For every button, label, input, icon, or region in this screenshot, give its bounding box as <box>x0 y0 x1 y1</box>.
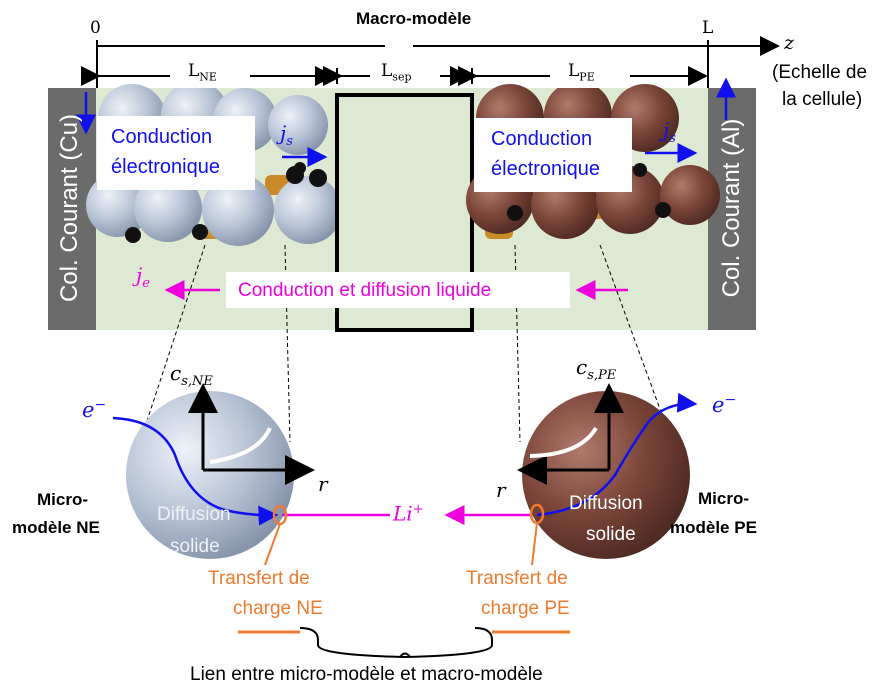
ne-r-axis-label: r <box>318 472 328 496</box>
ne-carbon-dots <box>125 162 327 243</box>
projection-lines <box>139 244 673 443</box>
ne-micro-particle <box>126 391 294 559</box>
macro-title: Macro-modèle <box>356 9 472 28</box>
ne-c-axis-label: cs,NE <box>170 361 213 389</box>
ne-transfer-line1: Transfert de <box>208 568 310 589</box>
pe-diffusion-line2: solide <box>586 524 636 545</box>
ne-diffusion-line1: Diffusion <box>157 504 231 525</box>
length-sep-label: Lsep <box>381 61 412 84</box>
ne-conduction-line1: Conduction <box>111 126 213 148</box>
pe-electron-path <box>536 392 698 517</box>
bottom-brace <box>299 627 493 659</box>
liquid-label: Conduction et diffusion liquide <box>238 280 492 301</box>
ne-electron-label: e− <box>82 397 107 422</box>
ne-profile-curve <box>209 427 272 464</box>
ne-micro-line1: Micro- <box>37 490 88 509</box>
pe-electron-label: e− <box>712 392 737 417</box>
pe-conduction-box <box>474 118 632 192</box>
bottom-caption: Lien entre micro-modèle et macro-modèle <box>190 664 543 685</box>
ne-conduction-box <box>97 116 255 190</box>
pe-transfer-line2: charge PE <box>481 598 570 619</box>
pe-c-axis-label: cs,PE <box>576 355 617 383</box>
pe-js-label: js <box>663 118 676 146</box>
length-pe-label: LPE <box>568 61 595 84</box>
li-label: Li+ <box>393 501 424 526</box>
scale-note-line2: la cellule) <box>782 89 863 110</box>
end-label: L <box>702 18 714 38</box>
pe-transfer-line1: Transfert de <box>466 568 568 589</box>
z-label: z <box>784 32 795 54</box>
pe-micro-line1: Micro- <box>698 489 749 508</box>
ne-conduction-line2: électronique <box>111 156 220 178</box>
pe-r-axis-label: r <box>496 478 506 502</box>
ne-diffusion-line2: solide <box>170 536 220 557</box>
ne-transfer-line2: charge NE <box>233 598 323 619</box>
ne-electron-path <box>112 416 279 526</box>
collector-right-label: Col. Courant (Al) <box>718 118 745 298</box>
pe-micro-particle <box>522 391 690 559</box>
pe-transfer-pointer <box>531 522 538 566</box>
ne-transfer-pointer <box>264 523 281 566</box>
pe-diffusion-line1: Diffusion <box>569 493 643 514</box>
je-label: je <box>136 263 150 291</box>
liquid-box <box>226 272 570 308</box>
pe-conduction-line1: Conduction <box>491 128 593 150</box>
ne-micro-line2: modèle NE <box>12 518 100 537</box>
ne-js-label: js <box>280 121 293 149</box>
collector-left-label: Col. Courant (Cu) <box>56 113 83 303</box>
origin-label: 0 <box>90 18 101 38</box>
length-ne-label: LNE <box>188 61 217 84</box>
pe-profile-curve <box>529 426 598 458</box>
pe-conduction-line2: électronique <box>491 158 600 180</box>
pe-micro-line2: modèle PE <box>670 518 757 537</box>
scale-note-line1: (Echelle de <box>772 62 868 83</box>
